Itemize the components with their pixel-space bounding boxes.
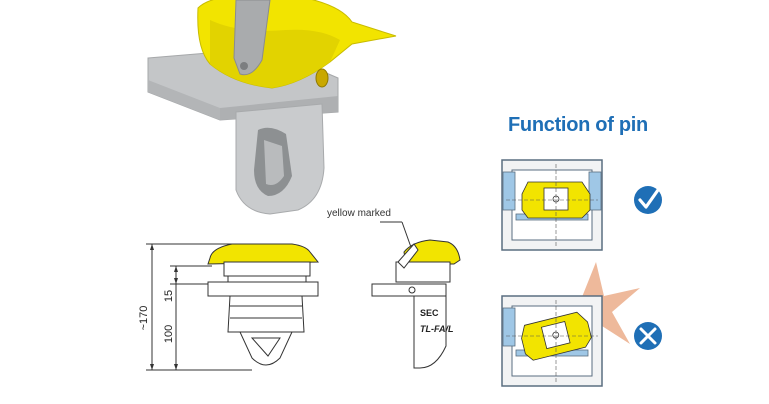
sec-mark: SEC <box>420 308 439 318</box>
pin-function-correct <box>501 159 603 251</box>
model-mark: TL-FA/L <box>420 324 454 334</box>
pin-function-wrong <box>501 262 640 387</box>
dimension-lower-label: 100 <box>163 325 175 343</box>
section-title: Function of pin <box>508 114 648 136</box>
twistlock-photo <box>147 0 397 215</box>
cross-icon <box>634 322 662 350</box>
check-icon <box>634 186 662 214</box>
dimension-upper-label: 15 <box>163 290 175 302</box>
side-view-drawing <box>371 221 461 369</box>
front-view-drawing <box>146 243 320 371</box>
dimension-overall-label: ~170 <box>138 306 150 331</box>
callout-label: yellow marked <box>327 208 391 219</box>
